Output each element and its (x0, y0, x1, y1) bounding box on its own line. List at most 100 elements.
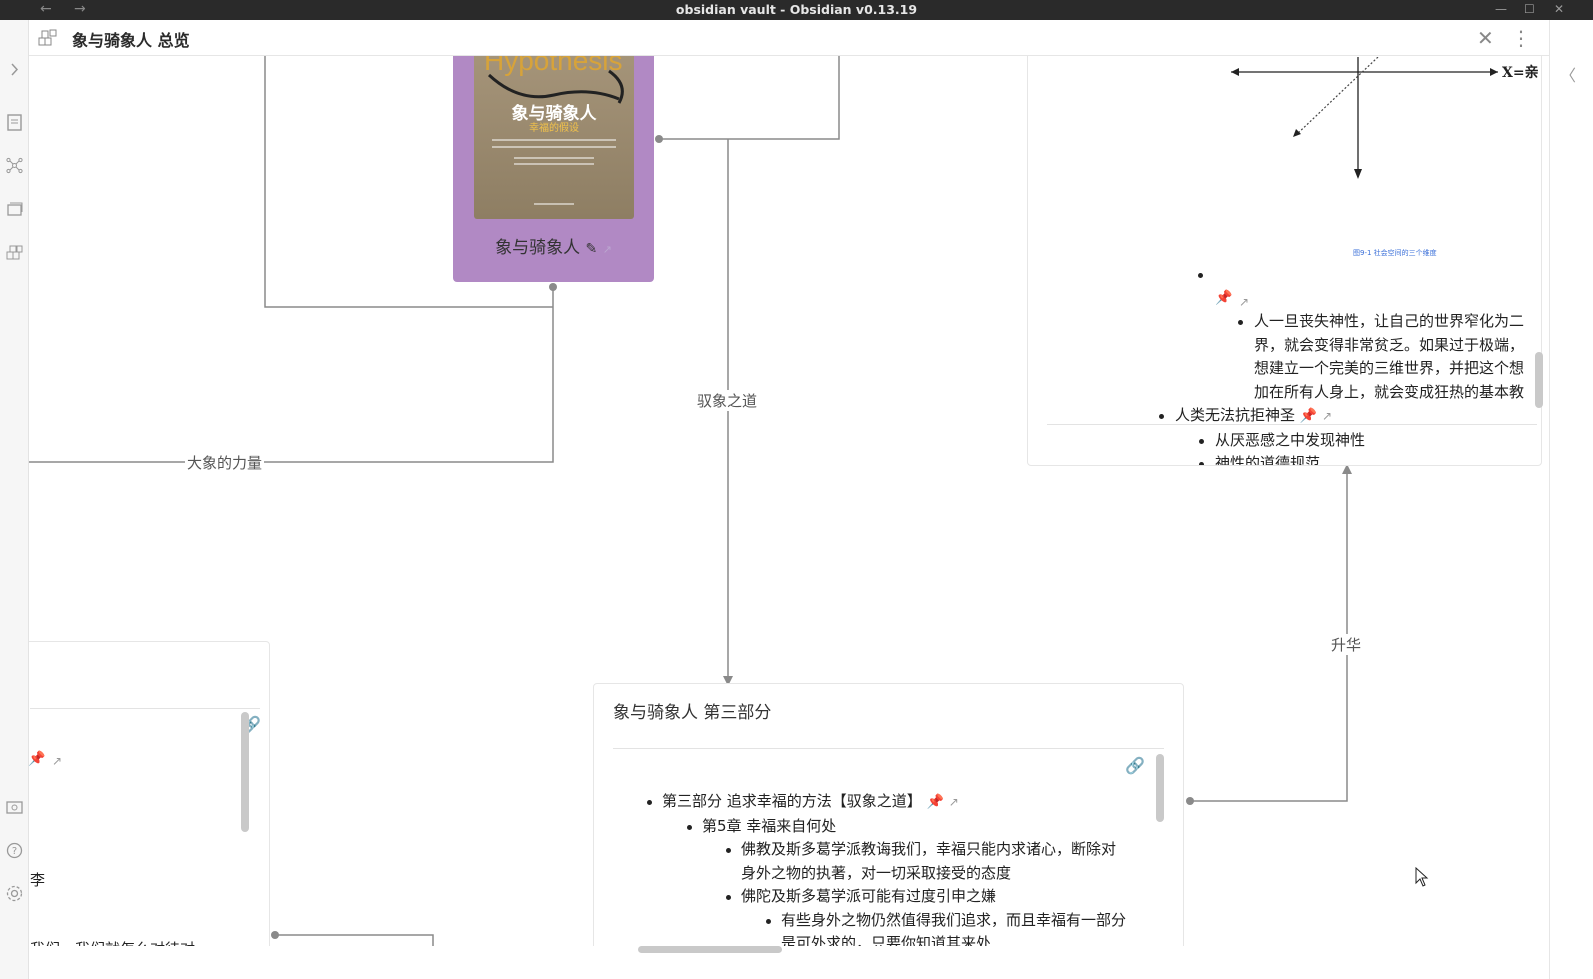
window-close-button[interactable]: ✕ (1554, 2, 1565, 16)
list-text: 身外之物的执著，对一切采取接受的态度 (741, 863, 1012, 882)
pin-icon[interactable]: 📌 (926, 794, 944, 810)
list-text: 加在所有人身上，就会变成狂热的基本教 (1254, 382, 1525, 401)
list-text: 第5章 幸福来自何处 (702, 816, 837, 835)
node-scrollbar[interactable] (241, 712, 249, 832)
forward-arrow-icon[interactable]: → (74, 1, 86, 17)
vault-icon[interactable] (5, 798, 24, 817)
list-item: 人类无法抗拒神圣 📌 ↗ (1028, 404, 1541, 429)
edge-label-elephant-power[interactable]: 大象的力量 (185, 452, 265, 473)
pin-icon[interactable]: 📌 (1215, 290, 1233, 306)
social-space-diagram: X=亲 (1231, 57, 1539, 179)
edge-dot (1186, 797, 1194, 805)
edge-label-ride-elephant[interactable]: 驭象之道 (695, 390, 760, 411)
right-sidebar-strip: 〈 (1549, 20, 1593, 979)
list-text: 是可外求的，只要你知道其来处 (781, 934, 992, 946)
back-arrow-icon[interactable]: ← (40, 1, 52, 17)
left-node[interactable]: 🔗 📌 ↗ 李 我们，我们就怎么对待对 (29, 641, 270, 946)
graph-view-icon[interactable] (5, 156, 24, 175)
figure-caption: 图9-1 社会空间的三个维度 (1353, 249, 1437, 257)
fragment-text: 李 (30, 871, 46, 889)
edge-dot (655, 135, 663, 143)
list-item: 佛陀及斯多葛学派可能有过度引申之嫌 (594, 885, 1154, 909)
list-text: 有些身外之物仍然值得我们追求，而且幸福有一部分 (781, 910, 1127, 929)
canvas-icon[interactable] (5, 243, 24, 262)
file-explorer-icon[interactable] (5, 113, 24, 132)
list-item: 界，就会变得非常贫乏。如果过于极端， (1028, 334, 1541, 358)
edge-top-right (659, 56, 840, 140)
list-text: 界，就会变得非常贫乏。如果过于极端， (1254, 335, 1525, 354)
fragment-text: 我们，我们就怎么对待对 (30, 938, 195, 946)
close-view-button[interactable]: ✕ (1477, 26, 1494, 50)
list-text: 第三部分 追求幸福的方法【驭象之道】 (662, 792, 922, 810)
list-item: 📌 ↗ (1028, 287, 1541, 309)
help-icon[interactable]: ? (5, 841, 24, 860)
list-text: 神性的道德规范 (1215, 454, 1321, 466)
edge-dot (549, 283, 557, 291)
bookmark-icon[interactable]: ✎ (585, 241, 598, 257)
expand-right-sidebar-icon[interactable]: 〈 (1560, 66, 1577, 85)
list-item: 有些身外之物仍然值得我们追求，而且幸福有一部分 (594, 909, 1154, 933)
external-link-icon[interactable]: ↗ (1239, 295, 1250, 309)
list-text: 从厌恶感之中发现神性 (1215, 430, 1366, 449)
list-item: 身外之物的执著，对一切采取接受的态度 (594, 862, 1154, 886)
pin-icon[interactable]: 📌 (1299, 408, 1318, 424)
node-scrollbar[interactable] (1156, 754, 1164, 822)
window-title: obsidian vault - Obsidian v0.13.19 (675, 2, 918, 17)
book-caption-text: 象与骑象人 (495, 238, 581, 258)
divider (613, 748, 1164, 749)
link-icon[interactable]: 🔗 (1125, 756, 1145, 775)
more-options-button[interactable]: ⋮ (1511, 26, 1531, 50)
window-titlebar: ← → obsidian vault - Obsidian v0.13.19 —… (0, 0, 1593, 20)
edge-bottom-left (275, 934, 434, 946)
external-link-icon[interactable]: ↗ (52, 754, 63, 768)
list-text: 人类无法抗拒神圣 (1175, 406, 1296, 424)
cover-subtitle: 幸福的假设 (529, 123, 579, 134)
list-text: 佛教及斯多葛学派教诲我们，幸福只能内求诸心，断除对 (741, 840, 1117, 858)
external-link-icon[interactable]: ↗ (1322, 409, 1333, 423)
external-link-icon[interactable]: ↗ (948, 795, 959, 809)
settings-icon[interactable] (5, 884, 24, 903)
edge-label-sublimation[interactable]: 升华 (1329, 634, 1364, 655)
book-cover-image: Hypothesis 象与骑象人 幸福的假设 (474, 56, 634, 219)
expand-sidebar-icon[interactable] (5, 60, 24, 79)
book-node[interactable]: Hypothesis 象与骑象人 幸福的假设 象与骑象人 ✎ ↗ (453, 56, 654, 282)
list-item: 想建立一个完美的三维世界，并把这个想 (1028, 357, 1541, 381)
list-text: 佛陀及斯多葛学派可能有过度引申之嫌 (741, 887, 997, 905)
minimize-button[interactable]: — (1495, 2, 1507, 16)
list-item: 第三部分 追求幸福的方法【驭象之道】 📌 ↗ (594, 790, 1154, 815)
edge-dot (271, 931, 279, 939)
list-item: 从厌恶感之中发现神性 (1028, 429, 1541, 453)
social-dimension-node[interactable]: X=亲 图9-1 社会空间的三个维度 📌 ↗ 人一旦丧失神性，让自己的世界窄化为… (1027, 56, 1542, 466)
maximize-button[interactable]: ☐ (1524, 2, 1535, 16)
view-header: 象与骑象人 总览 ✕ ⋮ (29, 20, 1549, 56)
edge-sublimation (1190, 474, 1348, 802)
cover-decoration (487, 69, 624, 104)
faith-loss-list: 人一旦丧失神性，让自己的世界窄化为二 界，就会变得非常贫乏。如果过于极端， 想建… (1028, 310, 1541, 466)
book-caption: 象与骑象人 ✎ ↗ (454, 233, 653, 258)
edge-top-left (264, 56, 553, 308)
list-text: 想建立一个完美的三维世界，并把这个想 (1254, 359, 1525, 377)
canvas-area[interactable]: 大象的力量 驭象之道 升华 Hypothesis 象与骑象人 幸福的假设 象与骑… (29, 56, 1549, 946)
cover-title-en: Hypothesis (484, 56, 623, 76)
arrow-head (723, 676, 733, 686)
left-ribbon: ? (0, 20, 29, 979)
social-dimension-list: 📌 ↗ (1028, 265, 1541, 309)
divider (30, 708, 260, 709)
status-bar (29, 953, 1549, 979)
canvas-vertical-scrollbar[interactable] (1535, 352, 1543, 408)
part3-node[interactable]: 象与骑象人 第三部分 🔗 第三部分 追求幸福的方法【驭象之道】 📌 ↗ 第5章 … (593, 683, 1184, 946)
node-title: 象与骑象人 第三部分 (613, 703, 772, 723)
cover-title-cn: 象与骑象人 (511, 104, 597, 124)
list-item: 人一旦丧失神性，让自己的世界窄化为二 (1028, 310, 1541, 334)
list-item: 神性的道德规范 (1028, 452, 1541, 466)
arrow-head (1342, 464, 1352, 474)
pin-icon[interactable]: 📌 (29, 751, 46, 767)
external-link-icon[interactable]: ↗ (602, 243, 612, 256)
list-item: 加在所有人身上，就会变成狂热的基本教 (1028, 381, 1541, 405)
list-item (1028, 265, 1541, 287)
page-title: 象与骑象人 总览 (72, 31, 190, 50)
slides-icon[interactable] (5, 200, 24, 219)
edge-elephant-power (29, 287, 554, 463)
canvas-horizontal-scrollbar[interactable] (638, 946, 782, 953)
